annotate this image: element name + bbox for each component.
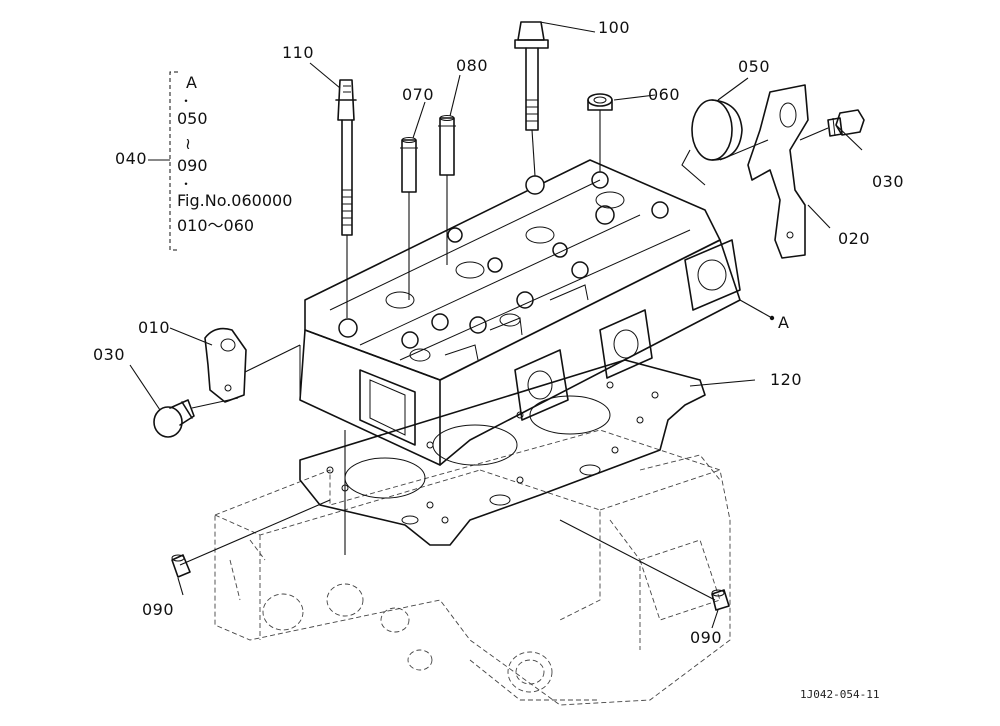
- callout-100: 100: [598, 18, 631, 37]
- plug-050: [691, 99, 743, 161]
- group-040-range: 010～060: [177, 216, 255, 235]
- callout-030-left: 030: [93, 345, 126, 364]
- drawing-number: 1J042-054-11: [800, 688, 880, 701]
- group-040-dot-1: ・: [180, 94, 193, 108]
- group-040-tilde: ≀: [185, 134, 191, 153]
- callout-120: 120: [770, 370, 803, 389]
- cylinder-head: [299, 159, 741, 466]
- hanger-010: [204, 327, 247, 403]
- callout-010: 010: [138, 318, 171, 337]
- stud-bolt-110: [335, 79, 357, 236]
- callout-020: 020: [838, 229, 871, 248]
- callout-060: 060: [648, 85, 681, 104]
- callout-090-left: 090: [142, 600, 175, 619]
- valve-guide-080: [438, 115, 456, 176]
- group-040-fig-ref: Fig.No.060000: [177, 191, 293, 210]
- valve-guide-070: [400, 137, 418, 193]
- dowel-pin-090-right: [711, 589, 730, 611]
- callout-030-right: 030: [872, 172, 905, 191]
- group-040-line-a: A: [186, 73, 197, 92]
- bolt-030-right: [827, 109, 865, 137]
- bolt-030-left: [153, 399, 195, 438]
- callout-110: 110: [282, 43, 315, 62]
- callout-080: 080: [456, 56, 489, 75]
- cup-060: [587, 93, 613, 111]
- callout-050: 050: [738, 57, 771, 76]
- callout-070: 070: [402, 85, 435, 104]
- head-bolt-100: [514, 21, 549, 131]
- engine-block-outline: [214, 429, 731, 706]
- hanger-020: [747, 84, 809, 259]
- dowel-pin-090-left: [171, 554, 191, 578]
- group-040-bracket: [148, 71, 178, 251]
- callout-090-right: 090: [690, 628, 723, 647]
- group-040-line-050: 050: [177, 109, 208, 128]
- callout-040: 040: [115, 149, 148, 168]
- group-040-dot-2: ・: [180, 177, 193, 191]
- leader-lines: [129, 21, 863, 629]
- group-040-line-090: 090: [177, 156, 208, 175]
- callout-point-a: A: [778, 313, 790, 332]
